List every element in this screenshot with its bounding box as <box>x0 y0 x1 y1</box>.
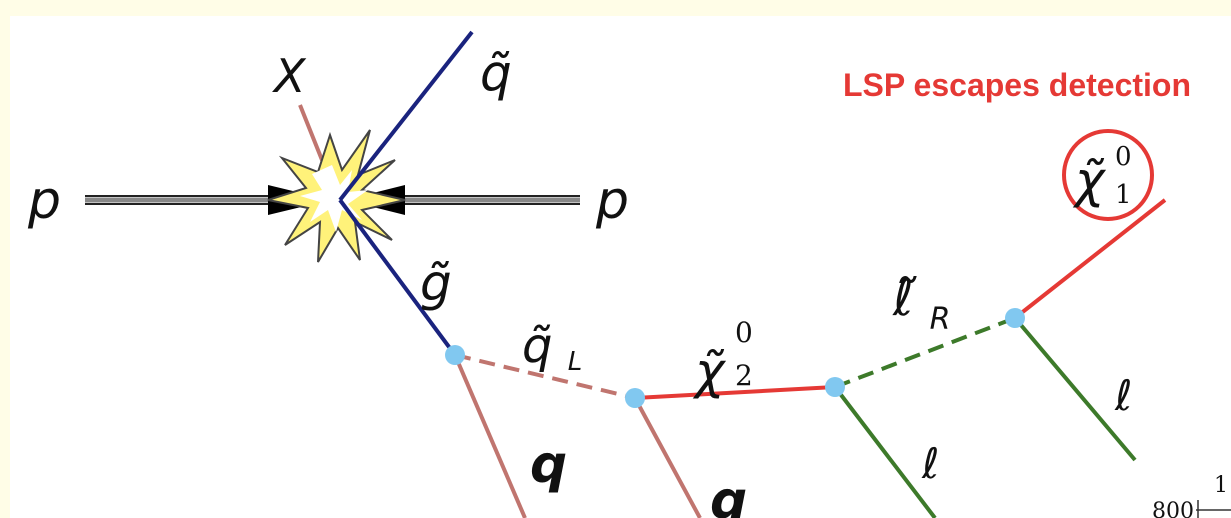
vertex-1 <box>445 345 465 365</box>
label-quark-1: q <box>530 435 567 495</box>
lepton-line-1 <box>833 385 937 518</box>
label-neutralino2-sub: 2 <box>735 359 753 392</box>
label-slepton-base: ℓ̃ <box>892 269 918 327</box>
neutralino1-line <box>1013 198 1167 320</box>
label-gluino: g̃ <box>420 254 452 312</box>
squark-line <box>338 30 474 202</box>
axis-fragment: 1 800 <box>1152 473 1231 518</box>
lsp-title: LSP escapes detection <box>843 67 1191 103</box>
vertex-2 <box>625 388 645 408</box>
vertex-4 <box>1005 308 1025 328</box>
squark-l-line <box>454 353 636 400</box>
label-p-right: p <box>595 171 629 231</box>
label-squark-l: q̃ L <box>522 318 582 377</box>
lsp-highlight-circle <box>1062 129 1154 221</box>
axis-fragment-top: 1 <box>1214 473 1228 498</box>
label-lepton-2: ℓ <box>1114 371 1132 420</box>
quark-line-2 <box>633 397 702 518</box>
axis-fragment-tick: 800 <box>1152 499 1194 518</box>
neutralino2-line <box>634 385 836 400</box>
lepton-line-2 <box>1013 316 1137 462</box>
label-squark: q̃ <box>480 44 512 102</box>
label-neutralino1-sup: 0 <box>1115 142 1132 172</box>
collision-burst-icon <box>267 129 406 263</box>
quark-line-1 <box>453 354 527 518</box>
label-slepton: ℓ̃ R <box>892 269 950 337</box>
label-neutralino1-sub: 1 <box>1115 180 1132 210</box>
label-neutralino1: χ̃ <box>1072 151 1107 209</box>
label-squark-l-sub: L <box>568 347 583 377</box>
label-squark-l-base: q̃ <box>522 318 552 374</box>
gluino-line <box>338 198 457 357</box>
label-neutralino2: χ̃ <box>692 342 727 400</box>
diagram-panel <box>10 16 1231 518</box>
label-quark-2: q <box>710 471 747 518</box>
label-neutralino2-sup: 0 <box>735 316 753 349</box>
label-slepton-sub: R <box>930 302 951 337</box>
label-x: X <box>272 49 307 103</box>
vertex-3 <box>825 377 845 397</box>
label-neutralino1-base: χ̃ <box>1072 151 1107 209</box>
label-neutralino2-base: χ̃ <box>692 342 727 400</box>
label-lepton-1: ℓ <box>921 439 939 488</box>
label-p-left: p <box>27 171 61 231</box>
slepton-line <box>834 316 1016 389</box>
